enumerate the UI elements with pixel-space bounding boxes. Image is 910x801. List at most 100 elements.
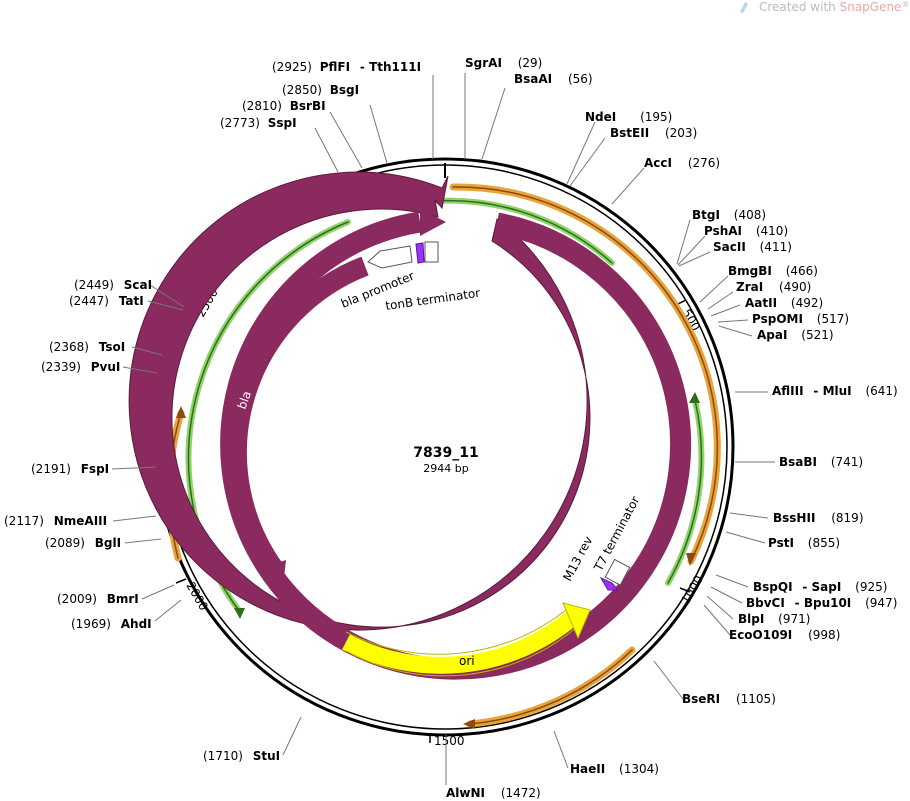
site-psti-pos: (855) [808, 536, 840, 550]
site-zrai-name: ZraI [736, 280, 763, 294]
site-afliii-extra: - MluI [813, 384, 851, 398]
site-alwni-name: AlwNI [446, 786, 485, 800]
site-btgi-pos: (408) [734, 208, 766, 222]
green-arc-head-right [689, 392, 700, 403]
green-arc-right-core [667, 399, 703, 584]
site-leader-lines [111, 73, 775, 785]
leader-bseri [653, 660, 684, 700]
svg-text:BtgI (408): BtgI (408) [692, 208, 766, 222]
site-bgli-name: BglI [95, 536, 121, 550]
site-bseri-pos: (1105) [736, 692, 776, 706]
svg-text:SgrAI (29): SgrAI (29) [465, 56, 542, 70]
ori-head [562, 602, 591, 640]
site-bsteii-name: BstEII [610, 126, 649, 140]
site-bmri-name: BmrI [107, 592, 139, 606]
site-sspi-name: SspI [268, 116, 297, 130]
leader-tati [147, 300, 184, 311]
leader-blpi [706, 595, 734, 620]
site-pvui-pos: (2339) [41, 360, 81, 374]
site-afliii-name: AflIII [772, 384, 804, 398]
primer-site-top [415, 242, 425, 264]
svg-text:BbvCI - Bpu10I (947): BbvCI - Bpu10I (947) [746, 596, 897, 610]
leader-btgi [676, 219, 691, 265]
feature-tonB-terminator-label: tonB terminator [384, 286, 481, 313]
site-blpi-pos: (971) [778, 612, 810, 626]
site-afliii-pos: (641) [865, 384, 897, 398]
site-bsabi-pos: (741) [831, 455, 863, 469]
site-bmri-pos: (2009) [57, 592, 97, 606]
leader-bsgi [369, 104, 388, 164]
site-acci-pos: (276) [688, 156, 720, 170]
site-pspomi-pos: (517) [817, 312, 849, 326]
ori-body [342, 611, 578, 674]
watermark-prefix: Created with [759, 0, 840, 14]
svg-text:(2449) ScaI: (2449) ScaI [74, 278, 152, 292]
svg-text:(2447) TatI: (2447) TatI [69, 294, 144, 308]
site-psti-name: PstI [768, 536, 794, 550]
site-nmeaiii-name: NmeAIII [54, 514, 107, 528]
svg-text:(2191) FspI: (2191) FspI [31, 462, 109, 476]
yqjK-cds [128, 171, 591, 631]
leader-bsaai [481, 87, 506, 160]
site-bsshii-name: BssHII [773, 511, 815, 525]
svg-text:(2009) BmrI: (2009) BmrI [57, 592, 139, 606]
site-bsgi-name: BsgI [330, 83, 359, 97]
leader-bbvci [710, 586, 743, 604]
feature-yqjK-label: yqjK [412, 681, 439, 695]
yqjK-head [420, 209, 446, 236]
site-bspqi-extra: - SapI [802, 580, 841, 594]
t7-terminator-shape [604, 558, 631, 586]
site-ahdi-pos: (1969) [71, 617, 111, 631]
svg-text:(2773) SspI: (2773) SspI [220, 116, 297, 130]
site-pflfi-extra: - Tth111I [360, 60, 421, 74]
site-scai-name: ScaI [124, 278, 152, 292]
leader-stui [282, 716, 302, 756]
site-bsgi-pos: (2850) [282, 83, 322, 97]
site-ahdi-name: AhdI [121, 617, 152, 631]
site-apai-pos: (521) [801, 328, 833, 342]
svg-text:BseRI (1105): BseRI (1105) [682, 692, 776, 706]
svg-text:SacII (411): SacII (411) [713, 240, 792, 254]
site-bbvci-name: BbvCI [746, 596, 785, 610]
svg-text:BsaBI (741): BsaBI (741) [779, 455, 863, 469]
watermark-brand: SnapGene [840, 0, 902, 14]
site-blpi-name: BlpI [738, 612, 764, 626]
site-sacii-pos: (411) [760, 240, 792, 254]
leader-acci [611, 167, 645, 205]
site-stui-pos: (1710) [203, 749, 243, 763]
svg-text:(2810) BsrBI: (2810) BsrBI [242, 99, 326, 113]
leader-pspomi [717, 319, 749, 323]
site-haeii-name: HaeII [570, 762, 605, 776]
svg-text:(2925) PflFI - Tth111I: (2925) PflFI - Tth111I [272, 60, 421, 74]
tick-2000: 2000 [183, 580, 210, 613]
site-bseri-name: BseRI [682, 692, 720, 706]
site-sgrai-pos: (29) [518, 56, 543, 70]
site-bspqi-name: BspQI [753, 580, 793, 594]
primer-orange-arcs [166, 183, 721, 729]
svg-text:PspOMI (517): PspOMI (517) [752, 312, 849, 326]
leader-bsteii [569, 137, 606, 187]
site-sacii-name: SacII [713, 240, 746, 254]
svg-text:(2089) BglI: (2089) BglI [45, 536, 121, 550]
site-bmgbi-name: BmgBI [728, 264, 772, 278]
site-labels: (2925) PflFI - Tth111I (2850) BsgI (2810… [4, 56, 898, 800]
site-stui-name: StuI [253, 749, 280, 763]
leader-bsshii [729, 512, 769, 519]
svg-text:NdeI (195): NdeI (195) [585, 110, 672, 124]
svg-text:Created with SnapGene®: Created with SnapGene® [759, 0, 909, 14]
snapgene-watermark: Created with SnapGene® [740, 0, 909, 14]
orange-arc-bottom-core [469, 649, 633, 725]
ori-outline [345, 609, 579, 677]
site-sspi-pos: (2773) [220, 116, 260, 130]
orange-arc-head-left [176, 406, 186, 418]
site-fspi-pos: (2191) [31, 462, 71, 476]
site-aatii-name: AatII [745, 296, 777, 310]
watermark-reg: ® [901, 0, 909, 9]
site-sgrai-name: SgrAI [465, 56, 502, 70]
leader-eco [703, 604, 731, 636]
site-apai-name: ApaI [757, 328, 787, 342]
site-pflfi-name: PflFI [320, 60, 350, 74]
bla-promoter-shape [367, 245, 413, 269]
leader-apai [718, 325, 753, 337]
tick-1500: 1500 [434, 734, 465, 748]
